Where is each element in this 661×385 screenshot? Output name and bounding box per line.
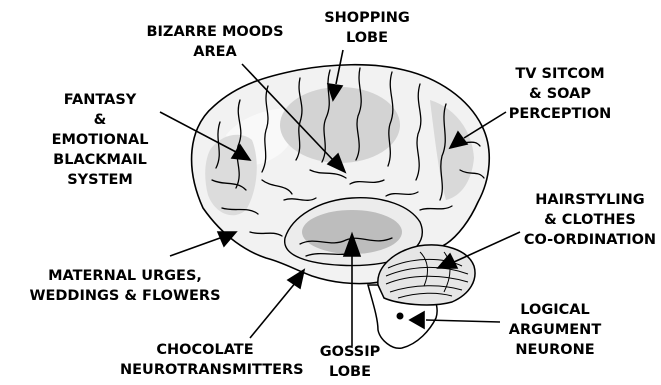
- fantasy-region: [205, 135, 257, 215]
- label-line: AREA: [135, 42, 295, 62]
- label-tv-sitcom: TV SITCOM & SOAP PERCEPTION: [495, 64, 625, 124]
- label-line: CO-ORDINATION: [520, 230, 660, 250]
- shopping-lobe-region: [280, 87, 400, 163]
- label-line: BLACKMAIL: [40, 150, 160, 170]
- label-bizarre-moods: BIZARRE MOODS AREA: [135, 22, 295, 62]
- label-line: & SOAP: [495, 84, 625, 104]
- label-gossip: GOSSIP LOBE: [300, 342, 400, 382]
- label-line: BIZARRE MOODS: [135, 22, 295, 42]
- label-line: LOBE: [300, 362, 400, 382]
- label-line: GOSSIP: [300, 342, 400, 362]
- arrow-gossip: [344, 234, 360, 346]
- label-chocolate: CHOCOLATE NEUROTRANSMITTERS: [120, 340, 290, 380]
- arrow-chocolate: [250, 270, 304, 338]
- label-shopping: SHOPPING LOBE: [312, 8, 422, 48]
- arrow-logical: [410, 312, 500, 328]
- label-line: TV SITCOM: [495, 64, 625, 84]
- label-logical: LOGICAL ARGUMENT NEURONE: [500, 300, 610, 360]
- arrow-maternal: [170, 232, 236, 256]
- label-line: SHOPPING: [312, 8, 422, 28]
- label-line: NEURONE: [500, 340, 610, 360]
- label-line: FANTASY: [40, 90, 160, 110]
- label-line: LOBE: [312, 28, 422, 48]
- label-line: PERCEPTION: [495, 104, 625, 124]
- label-hairstyling: HAIRSTYLING & CLOTHES CO-ORDINATION: [520, 190, 660, 250]
- label-line: CHOCOLATE: [120, 340, 290, 360]
- label-line: &: [40, 110, 160, 130]
- label-line: LOGICAL: [500, 300, 610, 320]
- label-maternal: MATERNAL URGES, WEDDINGS & FLOWERS: [20, 266, 230, 306]
- label-line: EMOTIONAL: [40, 130, 160, 150]
- label-line: SYSTEM: [40, 170, 160, 190]
- label-line: ARGUMENT: [500, 320, 610, 340]
- label-line: HAIRSTYLING: [520, 190, 660, 210]
- logical-neurone-dot: [397, 313, 404, 320]
- label-line: WEDDINGS & FLOWERS: [20, 286, 230, 306]
- label-fantasy: FANTASY & EMOTIONAL BLACKMAIL SYSTEM: [40, 90, 160, 190]
- label-line: & CLOTHES: [520, 210, 660, 230]
- label-line: NEUROTRANSMITTERS: [120, 360, 290, 380]
- label-line: MATERNAL URGES,: [20, 266, 230, 286]
